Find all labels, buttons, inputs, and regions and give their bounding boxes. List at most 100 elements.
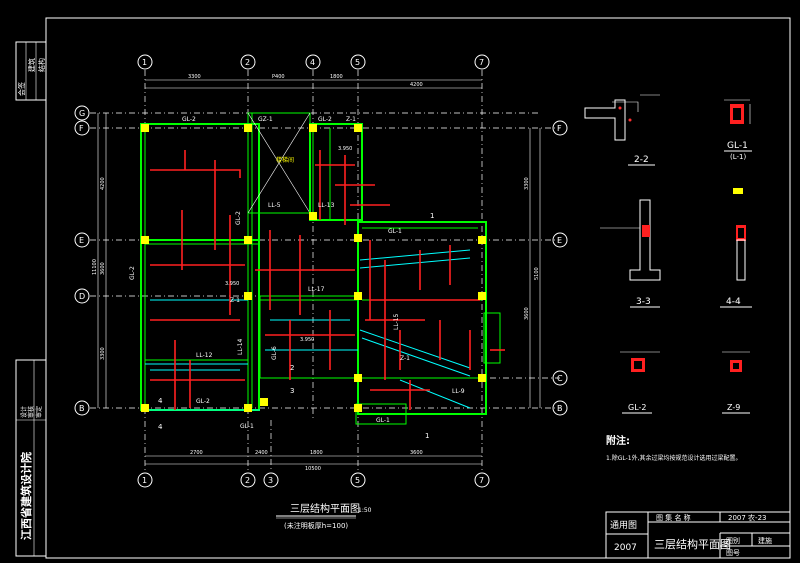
dim-right-total: 5100 [534,267,540,280]
plan-elevations: 3.950 3.950 3.950 [225,146,352,343]
grid-left-D: D [79,292,85,301]
grid-top-4: 4 [310,58,315,67]
room-label-stair: 楼梯间 [276,156,294,164]
beam-label-15: LL-15 [393,313,400,330]
dim-top-4: 4200 [410,82,423,88]
grid-left-B: B [79,404,85,413]
beam-label-3: GL-2 [318,116,332,123]
tb-sheet-label: 图别 [726,536,740,545]
dim-top-1: 3300 [188,74,201,80]
beam-label-8: LL-13 [318,202,335,209]
grid-bottom-7: 7 [479,476,484,485]
dim-bottom-total: 10500 [305,466,321,472]
beam-label-17: Z-1 [400,355,410,362]
grid-bubbles-right: F E C B [552,120,568,416]
detail-title-2-2: 2-2 [634,155,649,165]
detail-4-4: 4-4 [720,188,752,308]
section-mark-4: 4 [158,397,163,405]
grid-bottom-5: 5 [355,476,360,485]
beam-label-16: GL-2 [129,266,136,280]
plan-title: 三层结构平面图 [290,502,360,515]
grid-top-2: 2 [245,58,250,67]
dim-bottom-4: 3600 [410,450,423,456]
beam-label-12: LL-12 [196,352,213,359]
left-stamp-lower: 设计 审核 审定 江西省建筑设计院 [15,359,47,557]
grid-left-F: F [79,124,84,133]
beam-label-19: LL-9 [452,388,465,395]
detail-title-3-3: 3-3 [636,297,651,307]
plan-cyan-lines [150,249,471,409]
tb-project-label: 通用图 [610,520,637,531]
beam-label-2: GZ-1 [258,116,273,123]
grid-top-1: 1 [142,58,147,67]
tb-project-year: 2007 [614,543,637,553]
elevation-3: 3.950 [300,337,314,343]
notes-title: 附注: [606,434,630,447]
tb-code: 2007 农-23 [728,513,766,522]
beam-label-7: LL-5 [268,202,281,209]
section-mark-5: 1 [425,432,429,440]
plan-title-block: 三层结构平面图 1:50 (未注明板厚h=100) [276,502,372,530]
dim-left-1: 4200 [100,177,106,190]
elevation-1: 3.950 [338,146,352,152]
dim-top-2: P400 [272,74,285,80]
title-block: 通用图 2007 图 集 名 称 2007 农-23 三层结构平面图 图别 建施… [605,511,791,559]
stamp-sheji: 设计 [20,406,28,418]
dim-bottom-2: 2400 [255,450,268,456]
stamp-huiqian: 会签 [17,82,26,96]
dim-left-total: 11100 [92,259,98,275]
dim-left-2: 3600 [100,262,106,275]
section-mark-3: 3 [290,387,294,395]
detail-title-4-4: 4-4 [726,297,741,307]
dim-right-1: 3300 [524,177,530,190]
beam-label-14: GL-1 [240,423,254,430]
detail-title-gl2: GL-2 [628,403,647,412]
dim-bottom-3: 1800 [310,450,323,456]
section-mark-1: 1 [430,212,434,220]
beam-label-9: LL-17 [308,286,325,293]
dimensions: 3300 P400 1800 4200 2700 2400 1800 3600 … [92,74,541,472]
stamp-jianzhu: 建筑 [27,58,36,72]
dim-left-3: 3300 [100,347,106,360]
tb-sheet-value: 建施 [758,536,772,545]
detail-2-2: 2-2 [584,94,660,166]
grid-top-5: 5 [355,58,360,67]
dim-top-3: 1800 [330,74,343,80]
grid-bubbles-bottom: 1 2 3 5 7 [137,472,490,488]
grid-right-E: E [557,236,562,245]
institute-name: 江西省建筑设计院 [19,452,33,540]
detail-GL-2: GL-2 [620,351,660,414]
tb-number-label: 图号 [726,549,740,557]
sheet-border [45,17,791,559]
grid-right-C: C [557,374,563,383]
dim-right-2: 3600 [524,307,530,320]
grid-right-B: B [557,404,563,413]
beam-label-5: GL-2 [235,211,242,225]
plan-subtitle: (未注明板厚h=100) [284,521,348,530]
beam-label-1: GL-2 [182,116,196,123]
detail-GL-1: GL-1 (L-1) [724,99,752,161]
grid-bottom-2: 2 [245,476,250,485]
grid-top-7: 7 [479,58,484,67]
grid-bubbles-top: 1 2 4 5 7 [137,54,490,70]
grid-left-E: E [79,236,84,245]
notes: 附注: 1.除GL-1外,其余过梁均按规范设计选用过梁配置。 [606,434,742,462]
detail-title-z9: Z-9 [727,403,740,412]
elevation-2: 3.950 [225,281,239,287]
beam-label-18: GL-1 [376,417,390,424]
stamp-shending: 审定 [35,406,43,418]
grid-left-G: G [79,109,85,118]
grid-right-F: F [557,124,562,133]
detail-Z-9: Z-9 [722,351,750,414]
plan-columns [141,124,486,412]
beam-label-13: GL-2 [196,398,210,405]
tb-drawing-title: 三层结构平面图 [654,537,731,551]
plan-beam-labels: GL-2 GZ-1 GL-2 Z-1 GL-2 GL-1 LL-5 LL-13 … [129,116,465,430]
beam-label-4: Z-1 [346,116,356,123]
stamp-shenhe: 审核 [27,406,35,418]
plan-rebar [150,150,505,410]
detail-gl1-sub: (L-1) [730,153,746,161]
beam-label-10: Z-1 [230,297,240,304]
left-stamp-top: 会签 建筑 结构 [15,41,47,101]
